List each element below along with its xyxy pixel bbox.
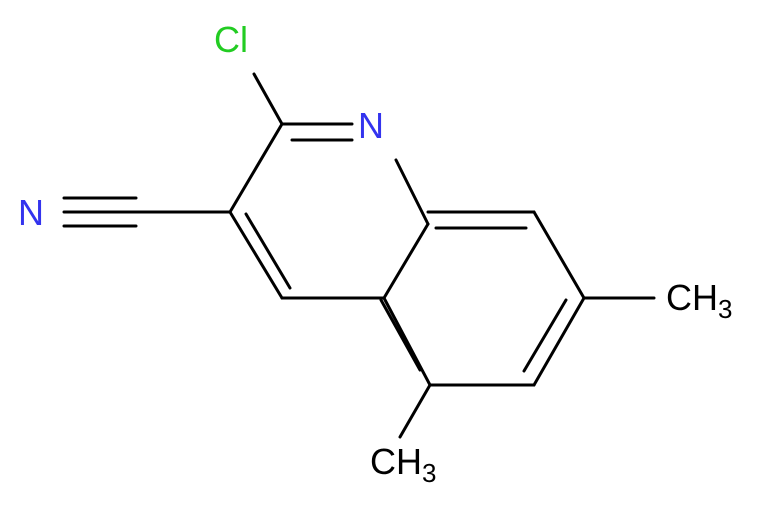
methyl-5-label: CH3 [370, 441, 436, 488]
bond-c3-c4 [228, 210, 284, 300]
bond-c3-c4-inner [244, 212, 292, 290]
methyl-5-sub: 3 [422, 458, 436, 488]
bond-c4a-n1 [382, 222, 430, 300]
bond-c4a-n1b [394, 158, 430, 226]
chlorine-label: Cl [214, 19, 248, 60]
bonds [62, 72, 656, 439]
bond-c2-c3 [228, 122, 284, 214]
ring-nitrogen-label: N [358, 105, 384, 146]
methyl-5-main: CH [370, 441, 422, 482]
bond-c5-methyl [398, 383, 432, 439]
methyl-7-sub: 3 [718, 294, 732, 324]
nitrile-nitrogen-label: N [18, 192, 44, 233]
bond-c2-cl [252, 72, 284, 126]
bond-c7-c6 [532, 296, 586, 387]
atom-labels: Cl N N CH3 CH3 [18, 19, 732, 488]
bond-c7-c6-inner [522, 298, 568, 373]
bond-c8-c7 [532, 210, 586, 300]
bond-c5-c4a [382, 296, 432, 387]
bond-c5-c4a-inner [379, 298, 422, 372]
methyl-7-main: CH [666, 277, 718, 318]
methyl-7-label: CH3 [666, 277, 732, 324]
